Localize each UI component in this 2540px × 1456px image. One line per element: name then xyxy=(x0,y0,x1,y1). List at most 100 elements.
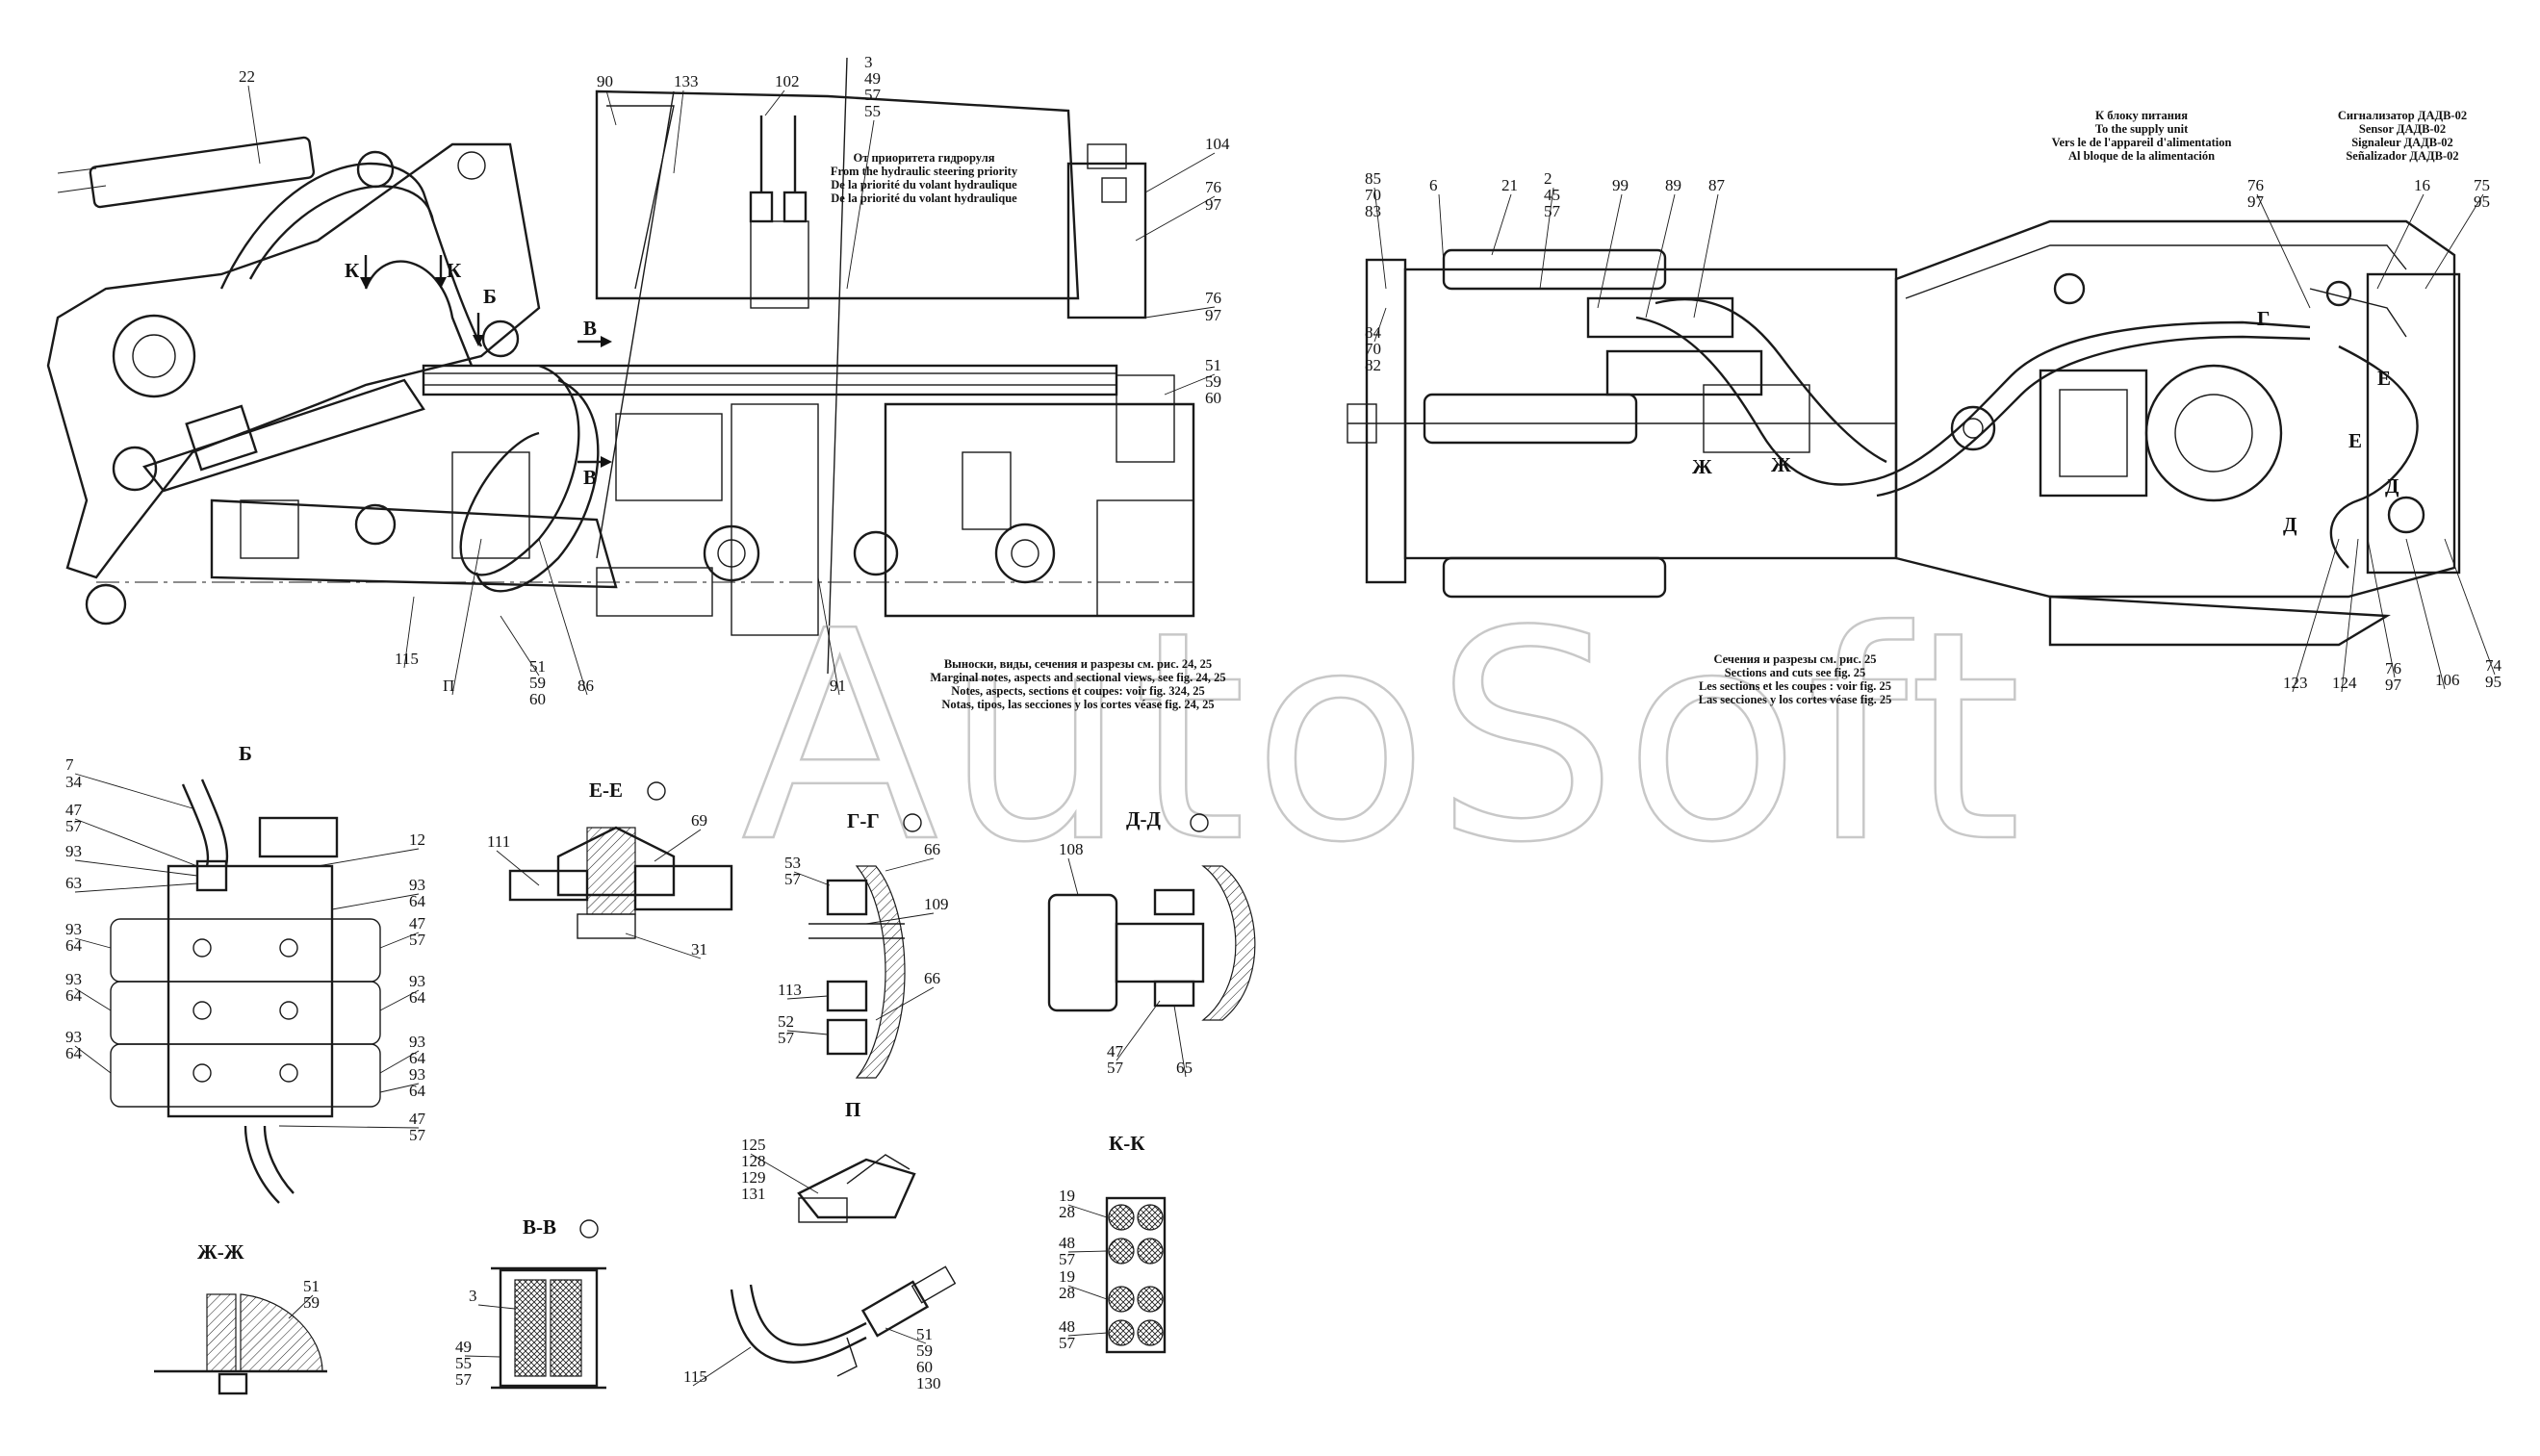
callout-number: 97 xyxy=(2385,676,2402,694)
callout-number: 85 xyxy=(1365,169,1381,188)
leader-line xyxy=(74,818,198,867)
callout-number: 63 xyxy=(65,874,82,892)
callout-number: 70 xyxy=(1365,186,1381,204)
leader-line xyxy=(317,848,420,867)
callout-number: 82 xyxy=(1365,356,1381,374)
leader-line xyxy=(1067,1285,1108,1300)
callout-number: 124 xyxy=(2332,674,2357,692)
callout-number: 111 xyxy=(487,832,510,851)
watermark-text: AutoSoft xyxy=(741,570,2027,906)
leader-line xyxy=(2444,538,2496,676)
callout-number: 90 xyxy=(597,72,613,90)
leader-line xyxy=(1438,193,1445,266)
callout-number: 93 xyxy=(409,876,425,894)
callout-number: 19 xyxy=(1059,1267,1075,1286)
supply-unit-note: К блоку питания To the supply unit Vers … xyxy=(2052,109,2232,163)
callout-number: 93 xyxy=(409,1033,425,1051)
callout-number: 57 xyxy=(864,86,882,104)
section-marker: Д xyxy=(2283,513,2297,536)
callout-number: 76 xyxy=(1205,289,1221,307)
section-marker: К xyxy=(447,259,462,282)
section-markers: К К Б В В Г Е Е Д Д Ж Ж xyxy=(345,259,2399,536)
callout-number: 7 xyxy=(65,755,74,774)
section-marker: Е xyxy=(2377,367,2391,390)
leader-line xyxy=(331,893,420,910)
callout-number: 64 xyxy=(409,1082,426,1100)
right-note-line: Sections and cuts see fig. 25 xyxy=(1725,666,1866,679)
view-title-gg: Г-Г xyxy=(847,809,880,832)
callout-number: 93 xyxy=(65,920,82,938)
callout-number: 45 xyxy=(1544,186,1560,204)
leader-line xyxy=(74,773,193,809)
sensor-line: Sensor ДАДВ-02 xyxy=(2359,122,2446,136)
leader-line xyxy=(1144,152,1216,193)
leader-line xyxy=(1539,187,1554,290)
leader-line xyxy=(1067,857,1079,896)
leader-line xyxy=(74,859,198,877)
leader-line xyxy=(885,857,935,872)
view-dd-drawing xyxy=(1047,865,1256,1021)
leader-line xyxy=(786,995,829,1000)
callout-number: 57 xyxy=(455,1370,473,1389)
callout-number: 57 xyxy=(409,1126,426,1144)
leader-line xyxy=(496,850,540,886)
sensor-line: Сигнализатор ДАДВ-02 xyxy=(2338,109,2467,122)
callout-number: 66 xyxy=(924,840,940,858)
callout-number: 66 xyxy=(924,969,940,987)
callout-number: 125 xyxy=(741,1136,766,1154)
callout-number: 115 xyxy=(683,1367,707,1386)
callout-number: 113 xyxy=(778,981,802,999)
leader-line xyxy=(605,89,617,126)
leader-line xyxy=(1373,307,1387,343)
leader-line xyxy=(74,937,112,949)
leader-line xyxy=(538,538,588,696)
callout-number: 128 xyxy=(741,1152,766,1170)
callout-number: 106 xyxy=(2435,671,2460,689)
callout-number: 60 xyxy=(529,690,546,708)
view-gg-drawing xyxy=(808,865,906,1079)
callout-number: 47 xyxy=(409,1110,426,1128)
callout-number: 115 xyxy=(395,650,419,668)
callout-number: 69 xyxy=(691,811,707,830)
callout-number: 97 xyxy=(2247,192,2265,211)
callout-number: 93 xyxy=(65,1028,82,1046)
view-title-zhzh: Ж-Ж xyxy=(197,1240,244,1264)
sensor-line: Signaleur ДАДВ-02 xyxy=(2351,136,2453,149)
callout-number: 47 xyxy=(409,914,426,932)
view-title-b: Б xyxy=(239,742,252,765)
view-vv-drawing xyxy=(491,1266,606,1390)
view-title-dd: Д-Д xyxy=(1126,807,1161,830)
callout-number: 3 xyxy=(469,1287,477,1305)
leader-line xyxy=(1597,193,1623,309)
callout-number: 57 xyxy=(784,870,802,888)
right-figure-note: Сечения и разрезы см. рис. 25 Sections a… xyxy=(1699,652,1892,706)
callout-number: 2 xyxy=(1544,169,1552,188)
callout-number: 22 xyxy=(239,67,255,86)
leader-line xyxy=(875,986,935,1021)
leader-line xyxy=(278,1125,420,1129)
supply-unit-line: To the supply unit xyxy=(2095,122,2189,136)
callout-number: 64 xyxy=(65,936,83,955)
callout-number: 57 xyxy=(1059,1250,1076,1268)
callout-number: 51 xyxy=(1205,356,1221,374)
callout-number: 57 xyxy=(1544,202,1561,220)
callout-number: 87 xyxy=(1708,176,1726,194)
callout-number: 47 xyxy=(65,801,83,819)
steering-priority-note: От приоритета гидроруля From the hydraul… xyxy=(831,151,1018,205)
leader-line xyxy=(2367,538,2396,678)
leader-line xyxy=(625,932,702,959)
callout-number: 64 xyxy=(409,988,426,1007)
section-marker: Д xyxy=(2385,474,2399,498)
view-title-kk: К-К xyxy=(1109,1132,1145,1155)
view-zhzh-drawing xyxy=(154,1293,327,1395)
leader-line xyxy=(74,987,112,1011)
callout-number: 28 xyxy=(1059,1284,1075,1302)
callout-number: 131 xyxy=(741,1185,766,1203)
leader-line xyxy=(1373,187,1387,290)
view-b-drawing xyxy=(110,779,381,1204)
